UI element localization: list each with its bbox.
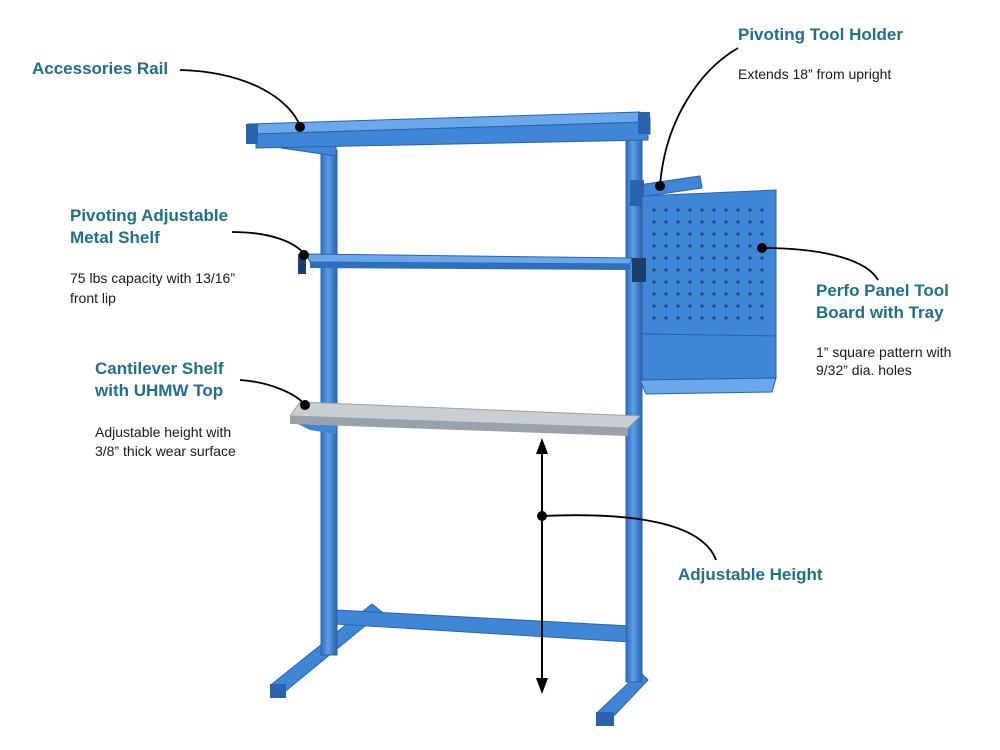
leader-tool-holder: [659, 47, 739, 187]
desc-pivoting-tool-holder: Extends 18” from upright: [738, 66, 892, 82]
label-perfo-panel-line2: Board with Tray: [816, 303, 944, 322]
metal-shelf-lip: [310, 262, 630, 270]
desc-cantilever-shelf-line1: Adjustable height with: [95, 424, 232, 440]
leader-lines: [179, 47, 879, 561]
dot-metal-shelf: [299, 250, 309, 260]
label-accessories-rail: Accessories Rail: [32, 59, 169, 78]
leader-dots: [295, 122, 767, 521]
label-cantilever-shelf-line2: with UHMW Top: [95, 381, 224, 400]
desc-perfo-panel-line2: 9/32” dia. holes: [816, 362, 912, 378]
shelf-pivot-handle: [632, 258, 646, 282]
label-pivoting-shelf-line1: Pivoting Adjustable: [70, 206, 229, 225]
dot-cantilever-shelf: [300, 400, 310, 410]
leader-perfo-panel: [761, 247, 879, 281]
label-cantilever-shelf-line1: Cantilever Shelf: [95, 359, 224, 378]
tool-holder-clamp: [630, 180, 644, 206]
desc-pivoting-shelf-line2: front lip: [70, 290, 116, 306]
leader-cantilever-shelf: [239, 379, 305, 405]
label-adjustable-height: Adjustable Height: [678, 565, 823, 584]
label-pivoting-shelf-line2: Metal Shelf: [70, 228, 160, 247]
cantilever-shelf-bracket: [298, 424, 336, 434]
workstation-frame: [246, 111, 777, 726]
dot-tool-holder: [655, 181, 665, 191]
leader-accessories-rail: [179, 69, 301, 127]
accessories-rail-end-left: [246, 124, 258, 144]
leader-metal-shelf: [231, 231, 305, 255]
dot-adjustable-height: [537, 511, 547, 521]
perfo-panel-tray-bottom: [639, 377, 777, 395]
desc-cantilever-shelf-line2: 3/8” thick wear surface: [95, 443, 236, 459]
label-perfo-panel-line1: Perfo Panel Tool: [816, 281, 949, 300]
perfo-panel-holes: [650, 200, 768, 324]
right-foot-cap: [596, 712, 614, 726]
left-foot-cap: [270, 684, 286, 698]
accessories-rail-end-right: [638, 112, 650, 134]
dot-accessories-rail: [295, 122, 305, 132]
dot-perfo-panel: [757, 243, 767, 253]
metal-shelf-lever: [298, 254, 306, 274]
lower-cross-bar: [335, 609, 631, 643]
height-arrow: [536, 438, 548, 694]
desc-perfo-panel-line1: 1” square pattern with: [816, 344, 952, 360]
leader-adjustable-height: [541, 514, 717, 561]
label-pivoting-tool-holder: Pivoting Tool Holder: [738, 25, 903, 44]
cantilever-shelf-edge: [290, 416, 628, 436]
perfo-panel-tray-back: [641, 333, 777, 381]
desc-pivoting-shelf-line1: 75 lbs capacity with 13/16”: [70, 270, 235, 286]
